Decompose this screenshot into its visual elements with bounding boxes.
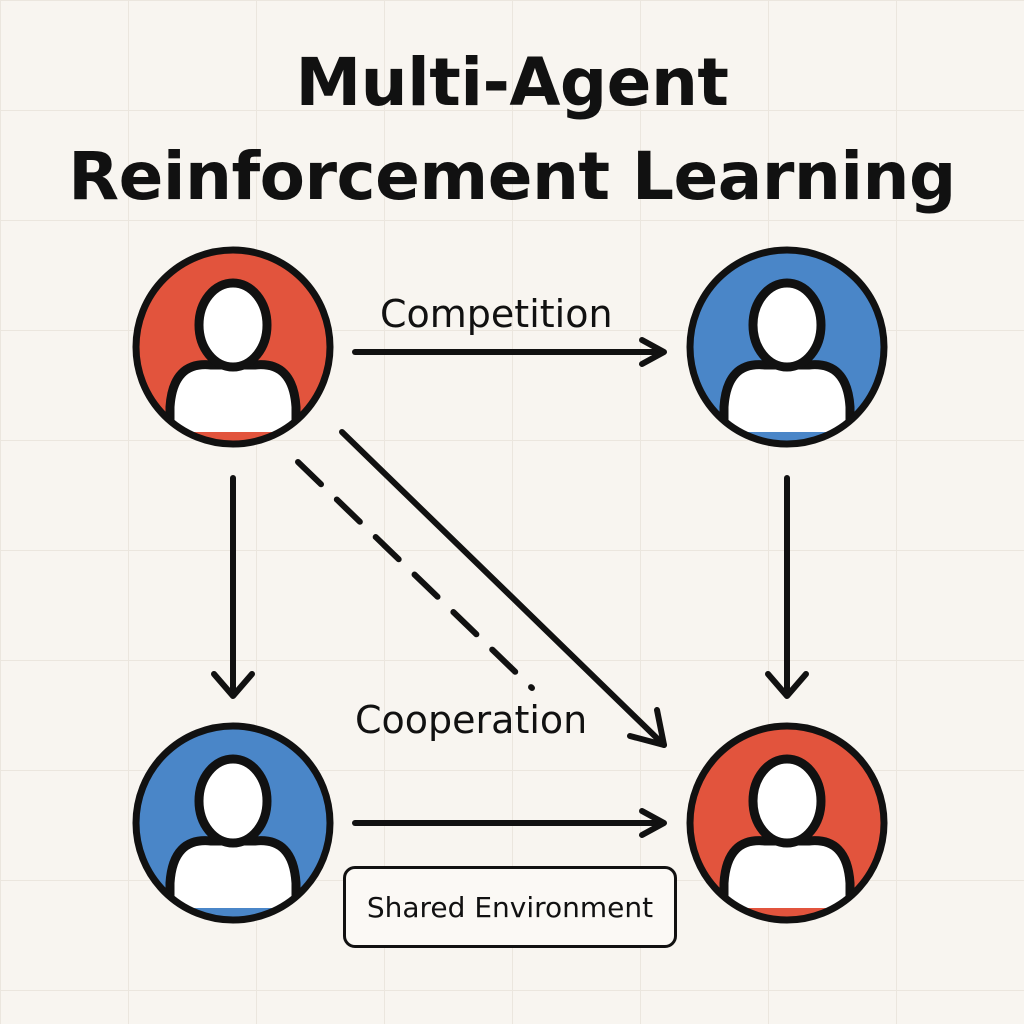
- agent-bottom-right: [686, 722, 888, 924]
- arrows: [211, 337, 809, 838]
- diagram-title: Multi-Agent Reinforcement Learning: [0, 36, 1024, 224]
- arrow-bottom: [352, 808, 667, 838]
- arrow-dashed-diagonal: [295, 459, 535, 691]
- agent-top-left: [132, 246, 334, 448]
- arrow-competition: [352, 337, 667, 367]
- shared-environment-box: Shared Environment: [343, 866, 677, 948]
- competition-label: Competition: [380, 292, 613, 336]
- title-line-1: Multi-Agent: [295, 44, 729, 121]
- agent-bottom-left: [132, 722, 334, 924]
- arrow-diagonal: [339, 429, 667, 748]
- agent-top-right: [686, 246, 888, 448]
- arrow-right-down: [765, 475, 809, 699]
- shared-environment-label: Shared Environment: [366, 890, 654, 924]
- cooperation-label: Cooperation: [355, 698, 588, 742]
- title-line-2: Reinforcement Learning: [68, 138, 956, 215]
- arrow-left-down: [211, 475, 255, 699]
